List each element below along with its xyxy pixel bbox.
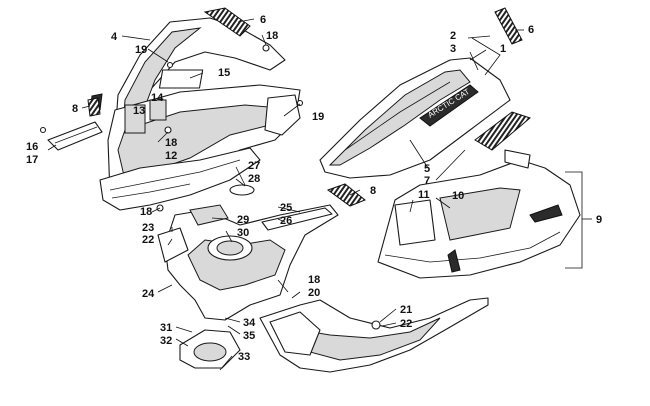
callout-18-right: 18 bbox=[308, 274, 320, 286]
callout-8-left: 8 bbox=[72, 103, 78, 115]
callout-24: 24 bbox=[142, 288, 155, 300]
front-bumper bbox=[377, 149, 581, 279]
callout-9: 9 bbox=[596, 214, 602, 226]
callout-25: 25 bbox=[280, 202, 292, 214]
callout-22-right: 22 bbox=[400, 318, 412, 330]
callout-3: 3 bbox=[450, 43, 456, 55]
callout-29: 29 bbox=[237, 214, 249, 226]
callout-4: 4 bbox=[111, 31, 118, 43]
callout-2: 2 bbox=[450, 30, 456, 42]
callout-10: 10 bbox=[452, 190, 464, 202]
callout-11: 11 bbox=[418, 189, 430, 201]
skid-plate bbox=[259, 297, 489, 373]
callout-5: 5 bbox=[424, 163, 430, 175]
callout-30: 30 bbox=[237, 227, 249, 239]
side-panel: ARCTIC CAT bbox=[87, 7, 532, 207]
callout-35: 35 bbox=[243, 330, 255, 342]
callout-33: 33 bbox=[238, 351, 250, 363]
leader-lines bbox=[47, 18, 592, 371]
callout-23: 23 bbox=[142, 222, 154, 234]
callout-labels: 4 19 6 18 15 14 13 8 19 18 12 16 17 18 2… bbox=[26, 14, 602, 363]
callout-15: 15 bbox=[218, 67, 230, 79]
callout-28: 28 bbox=[248, 173, 260, 185]
callout-13: 13 bbox=[133, 105, 145, 117]
callout-19-right: 19 bbox=[312, 111, 324, 123]
callout-12: 12 bbox=[165, 150, 177, 162]
callout-6-left: 6 bbox=[260, 14, 266, 26]
callout-22-left: 22 bbox=[142, 234, 154, 246]
callout-7: 7 bbox=[424, 175, 430, 187]
callout-34: 34 bbox=[243, 317, 256, 329]
hood-assembly bbox=[39, 7, 304, 212]
console-assembly bbox=[157, 184, 339, 369]
callout-14: 14 bbox=[151, 92, 164, 104]
callout-26: 26 bbox=[280, 215, 292, 227]
callout-19-top: 19 bbox=[135, 44, 147, 56]
callout-18-low: 18 bbox=[140, 206, 152, 218]
callout-6-right: 6 bbox=[528, 24, 534, 36]
callout-31: 31 bbox=[160, 322, 172, 334]
callout-21: 21 bbox=[400, 304, 412, 316]
callout-32: 32 bbox=[160, 335, 172, 347]
callout-18-mid: 18 bbox=[165, 137, 177, 149]
callout-8-right: 8 bbox=[370, 185, 376, 197]
callout-17: 17 bbox=[26, 154, 38, 166]
callout-18-top: 18 bbox=[266, 30, 278, 42]
callout-20: 20 bbox=[308, 287, 320, 299]
callout-1: 1 bbox=[500, 43, 506, 55]
callout-16: 16 bbox=[26, 141, 38, 153]
callout-27: 27 bbox=[248, 160, 260, 172]
